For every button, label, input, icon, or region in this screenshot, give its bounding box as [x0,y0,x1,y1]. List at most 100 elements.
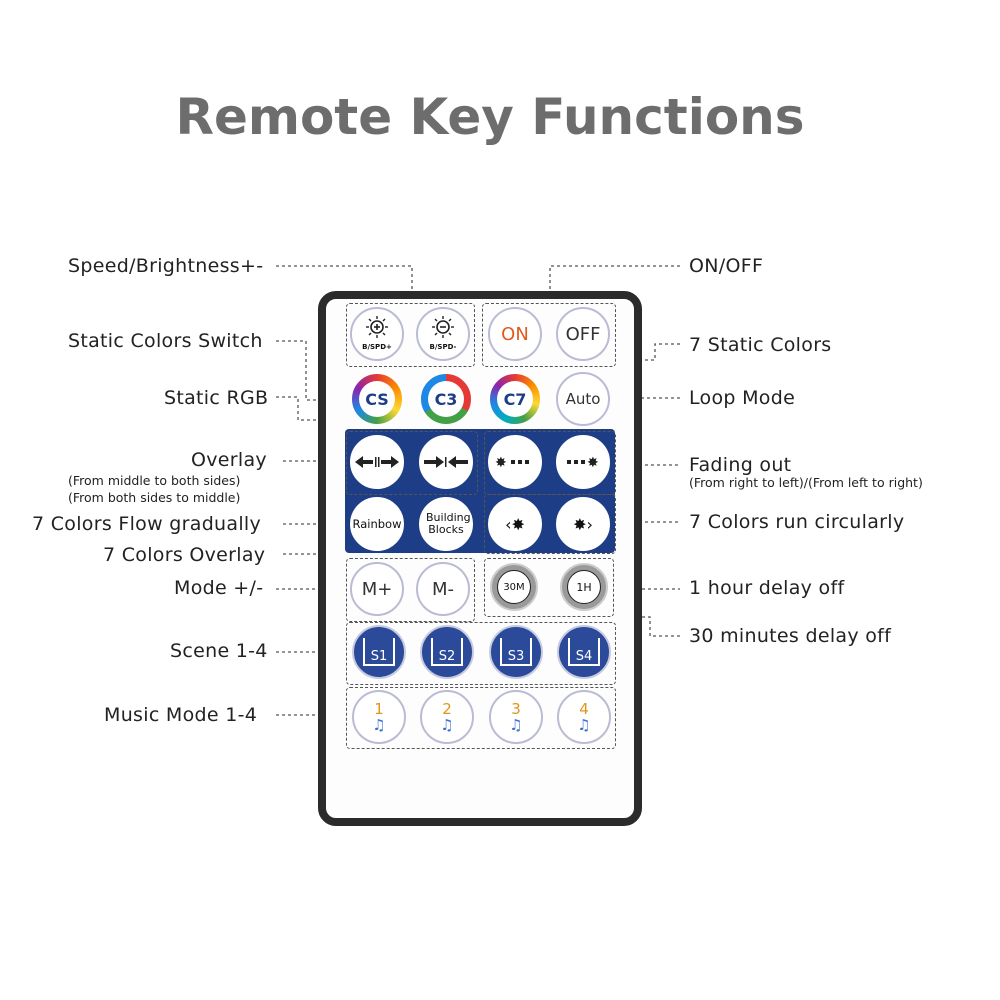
house-icon: S4 [568,638,600,666]
c7-inner: C7 [497,381,533,417]
c3-label: C3 [434,389,458,409]
auto-button[interactable]: Auto [556,372,610,426]
label-overlay-sub1: (From middle to both sides) [68,473,241,488]
building-blocks-button[interactable]: Building Blocks [419,497,473,551]
brightness-up-button[interactable]: B/SPD+ [350,307,404,361]
scene-4-button[interactable]: S4 [557,625,611,679]
music-1-button[interactable]: 1 ♫ [352,690,406,744]
s3-label: S3 [507,649,525,664]
run-left-icon: ‹✸ [505,514,525,534]
off-label: OFF [565,323,601,345]
music-note-icon: ♫ [372,716,386,734]
label-music: Music Mode 1-4 [104,704,258,726]
label-speed-brightness: Speed/Brightness+- [68,255,264,277]
delay-30m-inner: 30M [497,570,531,604]
label-fading-out: Fading out [689,454,792,476]
delay-30m-button[interactable]: 30M [490,563,538,611]
scene-3-button[interactable]: S3 [489,625,543,679]
label-mode: Mode +/- [174,577,264,599]
mode-minus-button[interactable]: M- [416,562,470,616]
mplus-label: M+ [361,578,393,600]
label-static-colors-switch: Static Colors Switch [68,330,263,352]
overlay-in-button[interactable] [419,435,473,489]
arrows-out-icon [355,456,399,468]
music-4-button[interactable]: 4 ♫ [557,690,611,744]
music-2-label: 2 [442,700,452,718]
label-loop-mode: Loop Mode [689,387,796,409]
rainbow-button[interactable]: Rainbow [350,497,404,551]
s2-label: S2 [438,649,456,664]
rainbow-label: Rainbow [352,517,402,531]
run-right-button[interactable]: ✸› [556,497,610,551]
sun-plus-icon [366,315,388,338]
music-note-icon: ♫ [577,716,591,734]
cs-button[interactable]: CS [350,372,404,426]
label-fading-sub: (From right to left)/(From left to right… [689,475,923,490]
music-2-button[interactable]: 2 ♫ [420,690,474,744]
label-colors-run: 7 Colors run circularly [689,511,905,533]
house-icon: S3 [500,638,532,666]
cs-inner: CS [359,381,395,417]
label-scene: Scene 1-4 [170,640,268,662]
s4-label: S4 [575,649,593,664]
group-scene [346,622,616,685]
music-3-label: 3 [511,700,521,718]
fade-left-icon: ✸ [567,455,599,469]
group-overlay [346,431,478,495]
group-music [346,687,616,749]
c7-label: C7 [503,389,527,409]
run-left-button[interactable]: ‹✸ [488,497,542,551]
label-on-off: ON/OFF [689,255,764,277]
group-run [484,494,616,554]
bspd-plus-label: B/SPD+ [362,342,392,351]
c3-inner: C3 [428,381,464,417]
arrows-in-icon [424,456,468,468]
brightness-down-button[interactable]: B/SPD- [416,307,470,361]
on-button[interactable]: ON [488,307,542,361]
sun-minus-icon [431,315,454,338]
fade-right-button[interactable]: ✸ [488,435,542,489]
mode-plus-button[interactable]: M+ [350,562,404,616]
s1-label: S1 [370,649,388,664]
c7-button[interactable]: C7 [488,372,542,426]
music-4-label: 4 [579,700,589,718]
label-overlay-sub2: (From both sides to middle) [68,490,241,505]
label-static-rgb: Static RGB [164,387,269,409]
cs-label: CS [365,389,389,409]
svg-text:✸: ✸ [587,455,599,469]
delay-1h-button[interactable]: 1H [560,563,608,611]
svg-text:✸: ✸ [495,455,507,469]
music-note-icon: ♫ [440,716,454,734]
mminus-label: M- [431,578,455,600]
music-3-button[interactable]: 3 ♫ [489,690,543,744]
label-30-minutes: 30 minutes delay off [689,625,892,647]
bspd-minus-label: B/SPD- [429,342,457,351]
music-1-label: 1 [374,700,384,718]
delay-1h-inner: 1H [567,570,601,604]
page-title: Remote Key Functions [175,88,805,146]
run-right-icon: ✸› [573,514,593,534]
label-colors-flow: 7 Colors Flow gradually [32,513,262,535]
overlay-out-button[interactable] [350,435,404,489]
group-power [482,303,616,367]
c3-button[interactable]: C3 [419,372,473,426]
label-7-static-colors: 7 Static Colors [689,334,832,356]
house-icon: S2 [431,638,463,666]
m30-label: 30M [503,581,525,593]
label-colors-overlay: 7 Colors Overlay [103,544,266,566]
h1-label: 1H [576,580,592,594]
group-delay [484,558,614,617]
label-1-hour: 1 hour delay off [689,577,845,599]
fade-right-icon: ✸ [495,455,529,469]
scene-2-button[interactable]: S2 [420,625,474,679]
off-button[interactable]: OFF [556,307,610,361]
label-overlay: Overlay [191,449,267,471]
fade-left-button[interactable]: ✸ [556,435,610,489]
group-mode [346,558,475,622]
on-label: ON [501,323,529,345]
building-label: Building Blocks [426,511,471,536]
auto-label: Auto [565,390,601,408]
group-brightness [346,303,475,367]
scene-1-button[interactable]: S1 [352,625,406,679]
house-icon: S1 [363,638,395,666]
